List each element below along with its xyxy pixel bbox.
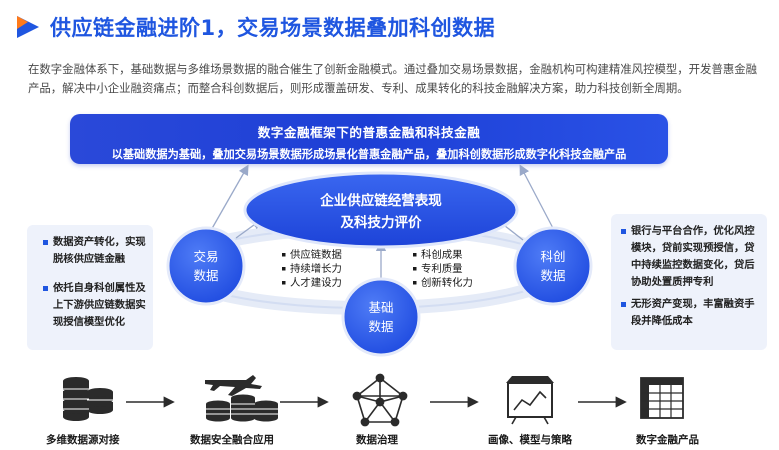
trade-to-banner-arrow [209,164,249,233]
network-graph-icon [352,373,408,427]
intro-paragraph: 在数字金融体系下，基础数据与多维场景数据的融合催生了创新金融模式。通过叠加交易场… [28,62,758,95]
tech-points-list: 科创成果 专利质量 创新转化力 [413,248,473,289]
trade-points-list: 供应链数据 持续增长力 人才建设力 [282,248,342,289]
trade-point: 人才建设力 [290,276,342,289]
left-panel-item: 依托自身科创属性及上下游供应链数据实现授信模型优化 [41,280,147,331]
trade-line2: 数据 [193,268,218,283]
banner-title: 数字金融框架下的普惠金融和科技金融 [257,125,481,140]
base-line2: 数据 [368,319,393,334]
tech-point: 科创成果 [421,248,463,261]
banner-subtitle: 以基础数据为基础，叠加交易场景数据形成场景化普惠金融产品，叠加科创数据形成数字化… [111,148,627,161]
center-line1: 企业供应链经营表现 [319,192,442,209]
right-benefit-panel: 银行与平台合作，优化风控模块，贷前实现预授信，贷中持续监控数据变化，贷后协助处置… [611,214,767,350]
trade-data-circle: 交易 数据 [166,226,246,306]
left-benefit-panel: 数据资产转化，实现脱核供应链金融 依托自身科创属性及上下游供应链数据实现授信模型… [27,225,153,350]
tech-data-circle: 科创 数据 [513,226,593,306]
framework-banner: 数字金融框架下的普惠金融和科技金融 以基础数据为基础，叠加交易场景数据形成场景化… [70,114,668,164]
table-grid-icon [640,377,684,419]
brand-logo-icon [17,16,39,38]
center-line2: 及科技力评价 [341,214,422,231]
left-panel-item: 数据资产转化，实现脱核供应链金融 [41,234,147,268]
tech-point: 专利质量 [421,262,463,275]
flow-step-label: 画像、模型与策略 [488,434,572,446]
right-panel-item: 银行与平台合作，优化风控模块，贷前实现预授信，贷中持续监控数据变化，贷后协助处置… [619,223,761,291]
flow-step-label: 多维数据源对接 [46,434,120,446]
airplane-coins-icon [205,375,278,422]
database-stack-icon [63,377,113,421]
tech-point: 创新转化力 [421,276,473,289]
page-title: 供应链金融进阶1，交易场景数据叠加科创数据 [50,16,496,40]
right-panel-item: 无形资产变现，丰富融资手段并降低成本 [619,296,761,330]
center-evaluation-ellipse: 企业供应链经营表现 及科技力评价 [243,171,519,249]
tech-to-banner-arrow [519,164,556,233]
tech-line2: 数据 [540,268,565,283]
trade-point: 持续增长力 [290,262,342,275]
base-data-circle: 基础 数据 [341,277,421,357]
tech-line1: 科创 [540,249,565,264]
base-line1: 基础 [368,300,393,315]
trade-line1: 交易 [193,249,218,264]
flow-step-label: 数据安全融合应用 [190,434,274,446]
flow-step-label: 数字金融产品 [636,434,699,446]
flow-step-label: 数据治理 [356,434,398,446]
trade-point: 供应链数据 [290,248,342,261]
chart-board-icon [506,376,554,425]
